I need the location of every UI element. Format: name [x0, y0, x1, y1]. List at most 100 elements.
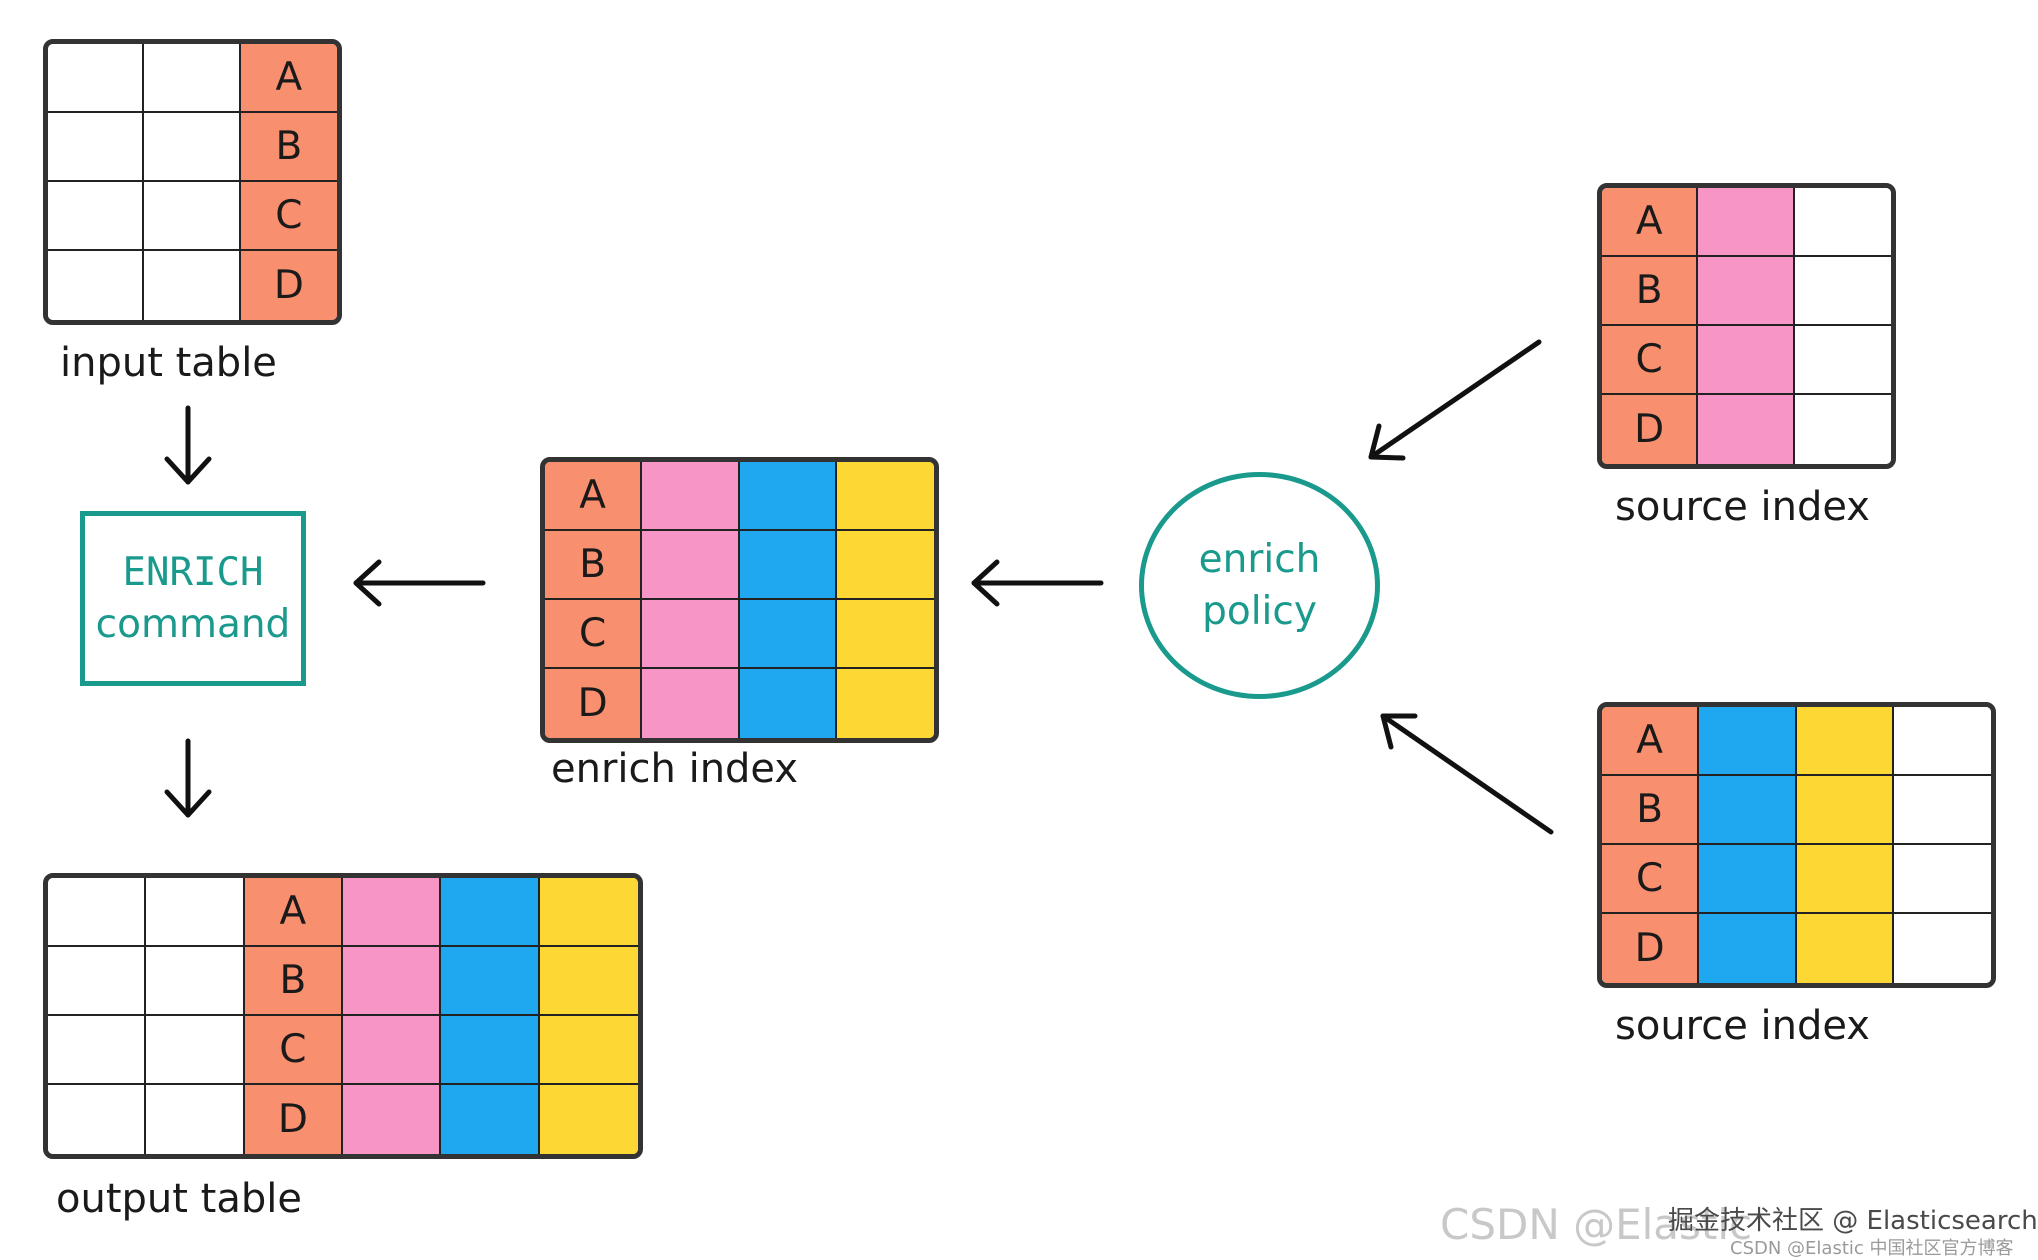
blue-cell	[739, 462, 837, 531]
empty-cell	[48, 1085, 147, 1154]
enrich-index-label: enrich index	[551, 746, 799, 792]
empty-cell	[1893, 776, 1991, 845]
yellow-cell	[836, 669, 934, 738]
empty-cell	[146, 878, 245, 947]
arrow-source1-to-policy	[1368, 339, 1542, 461]
blue-cell	[739, 531, 837, 600]
enrich-policy-line1: enrich	[1198, 536, 1321, 582]
empty-cell	[1794, 257, 1891, 326]
source-index-2-label: source index	[1615, 1003, 1870, 1049]
yellow-cell	[836, 531, 934, 600]
enrich-command-word: command	[95, 601, 291, 647]
enrich-command-box: ENRICH command	[80, 511, 306, 686]
key-cell: D	[240, 251, 337, 320]
key-cell: C	[545, 600, 643, 669]
pink-cell	[1698, 326, 1795, 395]
key-cell: D	[244, 1085, 343, 1154]
yellow-cell	[836, 462, 934, 531]
arrow-left-policy-to-index	[971, 559, 1104, 607]
arrow-left-index-to-command	[353, 559, 486, 607]
key-cell: A	[240, 44, 337, 113]
yellow-cell	[1796, 914, 1894, 983]
pink-cell	[343, 878, 442, 947]
empty-cell	[1893, 845, 1991, 914]
arrow-source2-to-policy	[1380, 713, 1554, 835]
enrich-policy-circle: enrich policy	[1139, 472, 1380, 699]
empty-cell	[1794, 326, 1891, 395]
pink-cell	[1698, 257, 1795, 326]
pink-cell	[1698, 395, 1795, 464]
yellow-cell	[539, 947, 638, 1016]
key-cell: B	[240, 113, 337, 182]
empty-cell	[146, 1085, 245, 1154]
pink-cell	[642, 531, 740, 600]
empty-cell	[1893, 914, 1991, 983]
key-cell: D	[1602, 914, 1700, 983]
empty-cell	[1893, 707, 1991, 776]
yellow-cell	[1796, 845, 1894, 914]
empty-cell	[144, 44, 241, 113]
blue-cell	[739, 669, 837, 738]
pink-cell	[642, 669, 740, 738]
pink-cell	[642, 600, 740, 669]
key-cell: C	[1602, 845, 1700, 914]
blue-cell	[1699, 707, 1797, 776]
empty-cell	[144, 113, 241, 182]
enrich-policy-line2: policy	[1202, 588, 1317, 634]
empty-cell	[48, 1016, 147, 1085]
output-table-label: output table	[56, 1176, 302, 1222]
yellow-cell	[539, 878, 638, 947]
pink-cell	[642, 462, 740, 531]
key-cell: C	[1602, 326, 1699, 395]
enrich-command-keyword: ENRICH	[122, 549, 264, 595]
empty-cell	[48, 878, 147, 947]
key-cell: D	[545, 669, 643, 738]
empty-cell	[146, 1016, 245, 1085]
key-cell: B	[1602, 776, 1700, 845]
arrow-down-input-to-command	[164, 405, 212, 485]
key-cell: A	[244, 878, 343, 947]
key-cell: B	[244, 947, 343, 1016]
empty-cell	[1794, 188, 1891, 257]
juejin-watermark: 掘金技术社区 @ Elasticsearch	[1668, 1206, 2038, 1236]
empty-cell	[144, 251, 241, 320]
blue-cell	[441, 878, 540, 947]
yellow-cell	[539, 1085, 638, 1154]
blue-cell	[1699, 776, 1797, 845]
empty-cell	[48, 182, 145, 251]
blue-cell	[441, 947, 540, 1016]
key-cell: A	[1602, 707, 1700, 776]
yellow-cell	[1796, 776, 1894, 845]
blue-cell	[739, 600, 837, 669]
empty-cell	[48, 947, 147, 1016]
blog-watermark: CSDN @Elastic 中国社区官方博客	[1730, 1238, 2014, 1259]
blue-cell	[441, 1016, 540, 1085]
key-cell: B	[1602, 257, 1699, 326]
pink-cell	[343, 947, 442, 1016]
key-cell: C	[244, 1016, 343, 1085]
blue-cell	[441, 1085, 540, 1154]
key-cell: B	[545, 531, 643, 600]
pink-cell	[1698, 188, 1795, 257]
source-index-1-label: source index	[1615, 484, 1870, 530]
blue-cell	[1699, 845, 1797, 914]
empty-cell	[144, 182, 241, 251]
empty-cell	[48, 113, 145, 182]
yellow-cell	[539, 1016, 638, 1085]
empty-cell	[1794, 395, 1891, 464]
empty-cell	[48, 251, 145, 320]
arrow-down-command-to-output	[164, 738, 212, 818]
yellow-cell	[1796, 707, 1894, 776]
pink-cell	[343, 1016, 442, 1085]
yellow-cell	[836, 600, 934, 669]
empty-cell	[48, 44, 145, 113]
key-cell: A	[1602, 188, 1699, 257]
key-cell: A	[545, 462, 643, 531]
